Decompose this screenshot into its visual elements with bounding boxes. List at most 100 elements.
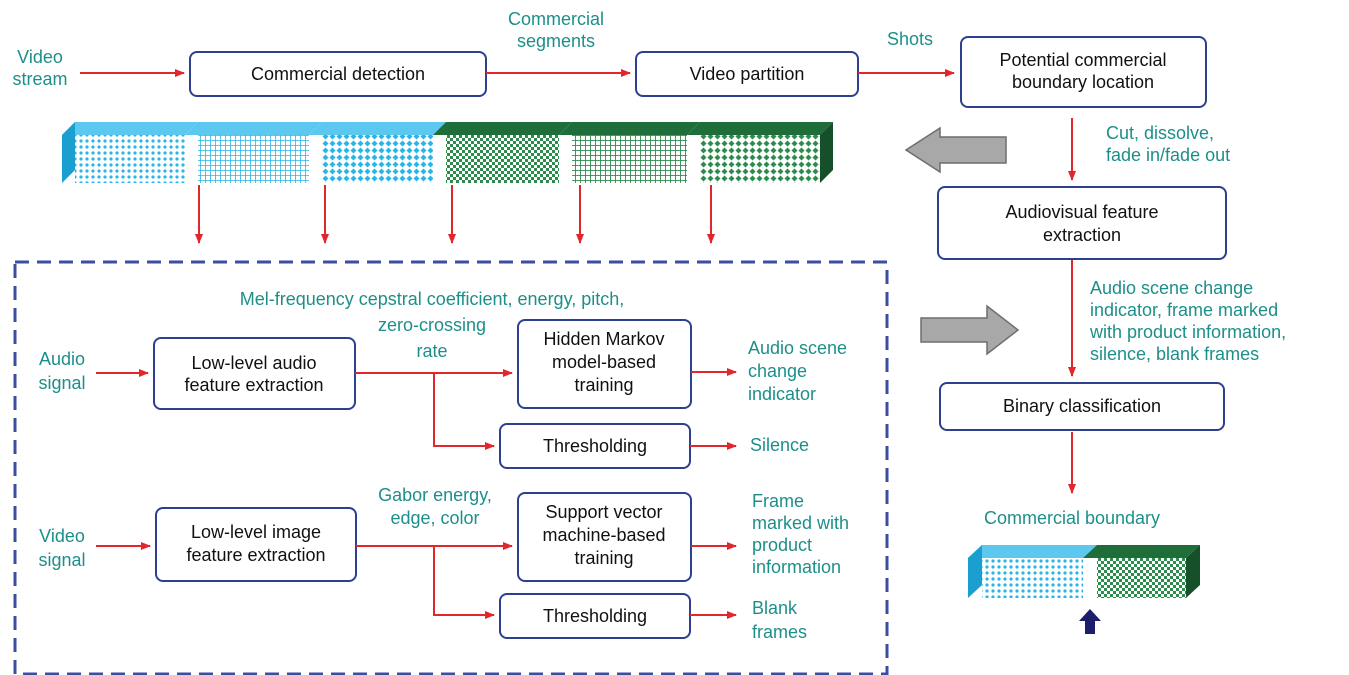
binary-classification-text: Binary classification	[1003, 396, 1161, 416]
shot-strip	[62, 122, 833, 183]
av-features-label-line-1: Audio scene change	[1090, 278, 1253, 298]
frame-marked-label-line-1: Frame	[752, 491, 804, 511]
image-thresholding-text: Thresholding	[543, 606, 647, 626]
audio-scene-change-label-line-1: Audio scene	[748, 338, 847, 358]
frame-marked-label-line-3: product	[752, 535, 812, 555]
shot-block-3	[309, 122, 446, 183]
boundary-marker-arrow	[1079, 609, 1101, 634]
image-features-label: Gabor energy, edge, color	[378, 485, 492, 528]
audio-features-label-line-1: Mel-frequency cepstral coefficient, ener…	[240, 289, 625, 309]
cut-dissolve-label-line-1: Cut, dissolve,	[1106, 123, 1214, 143]
audio-features-label: Mel-frequency cepstral coefficient, ener…	[240, 289, 625, 361]
cut-dissolve-label-line-2: fade in/fade out	[1106, 145, 1230, 165]
svm-training-text-line-1: Support vector	[545, 502, 662, 522]
video-stream-label-line-1: Video	[17, 47, 63, 67]
audio-signal-label-line-1: Audio	[39, 349, 85, 369]
audio-signal-label-line-2: signal	[38, 373, 85, 393]
image-thresholding-box: Thresholding	[499, 593, 691, 639]
video-partition-text-line-1: Video partition	[690, 64, 805, 84]
audio-features-label-line-3: rate	[416, 341, 447, 361]
video-partition-text: Video partition	[690, 64, 805, 84]
av-features-label-line-2: indicator, frame marked	[1090, 300, 1278, 320]
hmm-training-text: Hidden Markov model-based training	[543, 329, 664, 395]
silence-label: Silence	[750, 435, 809, 455]
low-level-image-text: Low-level image feature extraction	[186, 522, 325, 565]
svm-training-box: Support vector machine-based training	[517, 492, 692, 582]
shots-label-line-1: Shots	[887, 29, 933, 49]
audio-scene-change-label-line-3: indicator	[748, 384, 816, 404]
shot-block-5	[559, 122, 700, 183]
audio-thresholding-text: Thresholding	[543, 436, 647, 456]
blank-frames-label-line-1: Blank	[752, 598, 798, 618]
hmm-training-box: Hidden Markov model-based training	[517, 319, 692, 409]
image-features-label-line-2: edge, color	[390, 508, 479, 528]
big-arrow-left	[904, 126, 1007, 174]
commercial-segments-label-line-1: Commercial	[508, 9, 604, 29]
frame-marked-label-line-2: marked with	[752, 513, 849, 533]
arrow-audio-to-threshold	[433, 373, 495, 450]
output-strip	[968, 545, 1200, 598]
svm-training-text-line-2: machine-based	[542, 525, 665, 545]
svm-training-text: Support vector machine-based training	[542, 502, 665, 568]
audio-signal-label: Audio signal	[38, 349, 85, 393]
low-level-image-text-line-1: Low-level image	[191, 522, 321, 542]
image-thresholding-text-line-1: Thresholding	[543, 606, 647, 626]
blank-frames-label-line-2: frames	[752, 622, 807, 642]
audio-features-label-line-2: zero-crossing	[378, 315, 486, 335]
low-level-audio-text-line-2: feature extraction	[184, 375, 323, 395]
cut-dissolve-label: Cut, dissolve,fade in/fade out	[1106, 123, 1230, 165]
audio-thresholding-box: Thresholding	[499, 423, 691, 469]
silence-label-line-1: Silence	[750, 435, 809, 455]
shots-label: Shots	[887, 29, 933, 49]
potential-boundary-text-line-1: Potential commercial	[999, 50, 1166, 70]
av-feature-extraction-text-line-1: Audiovisual feature	[1005, 202, 1158, 222]
low-level-image-box: Low-level image feature extraction	[155, 507, 357, 582]
video-signal-label-line-1: Video	[39, 526, 85, 546]
hmm-training-text-line-3: training	[574, 375, 633, 395]
shot-block-2	[185, 122, 322, 183]
feature-extraction-detail-frame	[13, 260, 889, 675]
arrow-image-to-threshold	[433, 546, 495, 619]
commercial-boundary-label-line-1: Commercial boundary	[984, 508, 1160, 528]
commercial-detection-box: Commercial detection	[189, 51, 487, 97]
svm-training-text-line-3: training	[574, 548, 633, 568]
frame-marked-label-line-4: information	[752, 557, 841, 577]
binary-classification-text-line-1: Binary classification	[1003, 396, 1161, 416]
commercial-boundary-label: Commercial boundary	[984, 508, 1160, 528]
blank-frames-label: Blank frames	[752, 598, 807, 642]
av-feature-extraction-box: Audiovisual feature extraction	[937, 186, 1227, 260]
big-arrow-right	[920, 304, 1020, 356]
hmm-training-text-line-2: model-based	[552, 352, 656, 372]
low-level-image-text-line-2: feature extraction	[186, 545, 325, 565]
potential-boundary-text-line-2: boundary location	[1012, 72, 1154, 92]
video-signal-label-line-2: signal	[38, 550, 85, 570]
audio-scene-change-label: Audio scene change indicator	[748, 338, 847, 404]
video-stream-label-line-2: stream	[12, 69, 67, 89]
video-partition-box: Video partition	[635, 51, 859, 97]
commercial-detection-text-line-1: Commercial detection	[251, 64, 425, 84]
av-feature-extraction-text-line-2: extraction	[1043, 225, 1121, 245]
audio-scene-change-label-line-2: change	[748, 361, 807, 381]
shot-block-6	[687, 122, 833, 183]
video-signal-label: Video signal	[38, 526, 85, 570]
shot-block-4	[433, 122, 572, 183]
shot-block-1	[62, 122, 198, 183]
commercial-segments-label-line-2: segments	[517, 31, 595, 51]
av-features-label-line-4: silence, blank frames	[1090, 344, 1259, 364]
hmm-training-text-line-1: Hidden Markov	[543, 329, 664, 349]
low-level-audio-text-line-1: Low-level audio	[191, 353, 316, 373]
av-feature-extraction-text: Audiovisual feature extraction	[1005, 202, 1158, 245]
image-features-label-line-1: Gabor energy,	[378, 485, 492, 505]
audio-thresholding-text-line-1: Thresholding	[543, 436, 647, 456]
av-features-label-line-3: with product information,	[1089, 322, 1286, 342]
commercial-detection-text: Commercial detection	[251, 64, 425, 84]
